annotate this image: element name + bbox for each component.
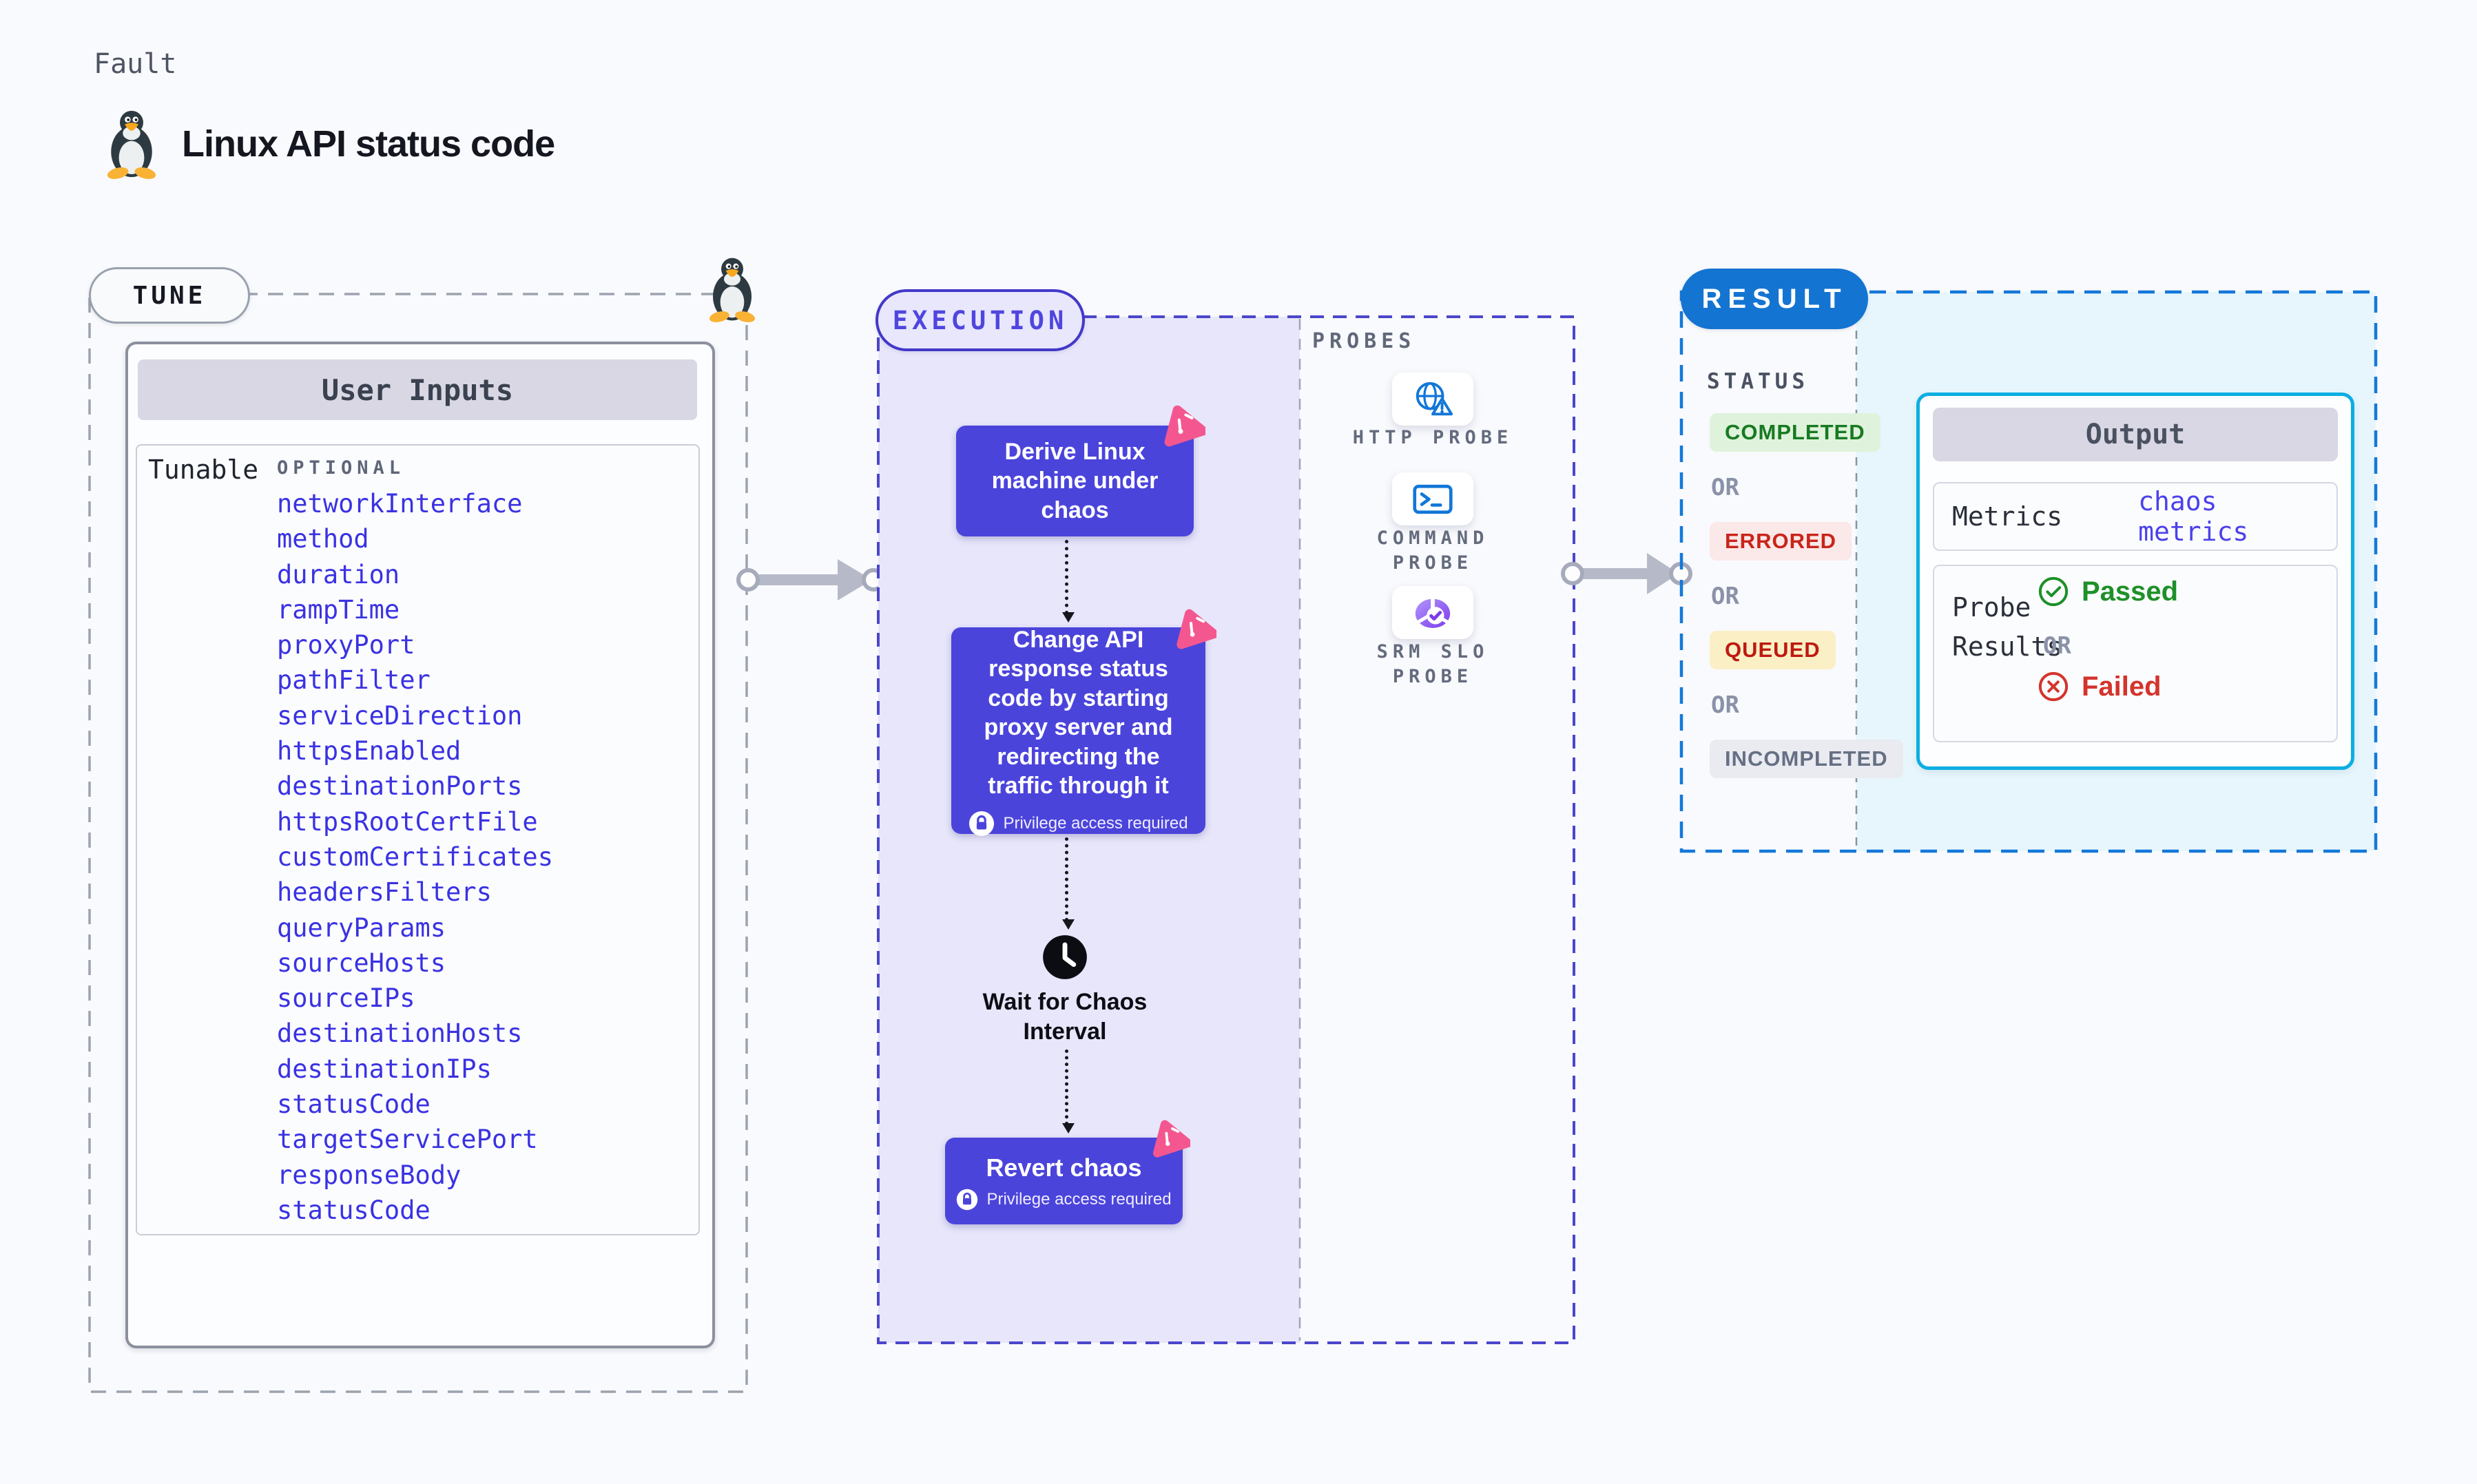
tunable-param: headersFilters [277,877,492,908]
chaos-logo-icon [1177,609,1216,649]
chaos-logo-icon [1152,1120,1190,1158]
tunable-param: sourceIPs [277,983,415,1014]
failed-label: Failed [2082,671,2162,702]
connector-arrow-3 [1062,1049,1075,1133]
output-header: Output [1933,408,2338,461]
tunable-param: networkInterface [277,489,523,519]
lock-icon [969,811,995,836]
http-probe-card [1392,373,1473,426]
status-badge: QUEUED [1710,631,1836,669]
status-badges-list: COMPLETED OR ERRORED OR QUEUED OR INCOMPLETED [1710,413,1903,778]
flow-node-text: Derive Linux machine under chaos [991,438,1159,523]
privilege-note: Privilege access required [986,1189,1172,1209]
connector-arrow-1 [1062,540,1075,623]
tunable-param: pathFilter [277,665,431,696]
command-probe-card [1392,472,1473,525]
tunable-param: rampTime [277,594,400,625]
srm-slo-probe-card [1392,586,1473,639]
failed-line: Failed [2038,671,2162,702]
command-probe-label: COMMAND PROBE [1376,527,1489,574]
passed-label: Passed [2082,576,2179,607]
or-separator: OR [1711,691,1739,719]
tunable-param: responseBody [277,1160,462,1190]
chaos-logo-icon [1164,405,1205,447]
or-separator: OR [2043,632,2071,660]
tunable-param: serviceDirection [277,700,523,731]
slo-pie-icon [1415,597,1451,628]
tunable-param: method [277,524,369,554]
tunable-param: queryParams [277,912,446,943]
tunable-param: statusCode [277,1195,431,1225]
probes-heading: PROBES [1312,329,1416,353]
metrics-label: Metrics [1952,501,2063,532]
tune-box [88,293,748,1393]
passed-line: Passed [2038,576,2178,607]
tunable-param: sourceHosts [277,948,446,978]
srm-slo-probe-label: SRM SLO PROBE [1376,641,1489,687]
or-separator: OR [1711,474,1739,501]
status-badge: INCOMPLETED [1710,740,1903,778]
user-inputs-body [136,444,700,1235]
privilege-note: Privilege access required [1003,813,1188,833]
lock-icon [957,1189,978,1210]
http-probe-label: HTTP PROBE [1352,427,1513,448]
status-heading: STATUS [1707,369,1809,394]
tux-penguin-corner-icon [709,258,756,322]
wait-for-chaos-label: Wait for Chaos Interval [982,989,1148,1045]
flow-node-derive-machine: Derive Linux machine under chaos [956,426,1194,536]
fault-kicker: Fault [94,48,177,80]
user-inputs-header: User Inputs [138,359,697,420]
probes-to-result-arrow [1561,553,1692,594]
tunable-param: destinationIPs [277,1054,492,1084]
page-title: Linux API status code [182,123,555,165]
privilege-row: Privilege access required [968,811,1188,837]
tux-penguin-icon [107,110,156,179]
connector-arrow-2 [1062,837,1075,930]
flow-node-text: Revert chaos [986,1153,1142,1182]
tunable-param: duration [277,559,400,589]
or-separator: OR [1711,583,1739,610]
clock-icon [1043,935,1087,979]
flow-node-revert-chaos: Revert chaos Privilege access required [945,1138,1183,1224]
tunable-param: destinationHosts [277,1018,523,1049]
optional-label: OPTIONAL [277,457,406,479]
tunable-param: httpsEnabled [277,736,462,766]
tunable-row-label: Tunable [148,454,259,485]
x-circle-icon [2038,671,2069,702]
metrics-value: chaos metrics [2138,486,2249,547]
tunable-param: destinationPorts [277,771,523,802]
flow-node-text: Change API response status code by start… [984,626,1173,800]
globe-alert-icon [1416,382,1453,415]
tunable-param: targetServicePort [277,1125,538,1155]
probe-results-row: Probe Results Passed OR Failed [1933,565,2338,742]
tunable-param: customCertificates [277,842,553,872]
probe-results-label: Probe Results [1952,592,2063,662]
tunable-param: httpsRootCertFile [277,806,538,837]
tunable-param: proxyPort [277,630,415,660]
check-circle-icon [2038,576,2069,607]
privilege-row: Privilege access required [956,1189,1172,1211]
status-badge: ERRORED [1710,522,1852,561]
status-badge: COMPLETED [1710,413,1880,452]
result-pill: RESULT [1681,269,1868,329]
metrics-row: Metrics chaos metrics [1933,482,2338,551]
flow-node-change-status-code: Change API response status code by start… [951,626,1205,837]
tunable-param: statusCode [277,1089,431,1120]
tunables-list: networkInterface method duration rampTime pr… [277,486,683,1228]
execution-pill: EXECUTION [875,289,1085,351]
tune-pill: TUNE [89,267,250,324]
tune-to-execution-arrow [736,559,884,600]
terminal-icon [1413,484,1453,514]
